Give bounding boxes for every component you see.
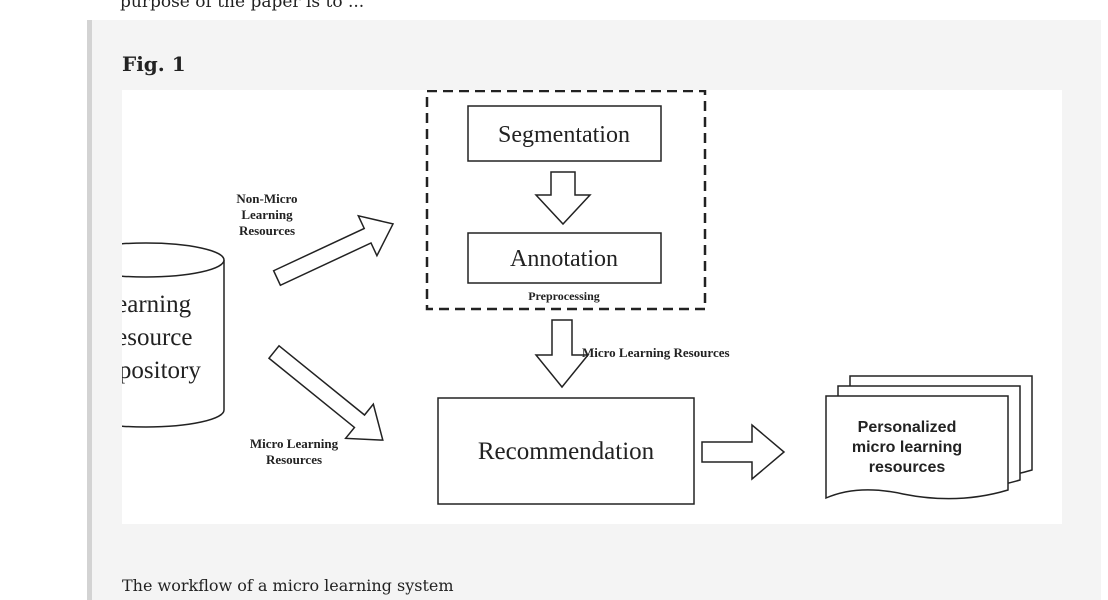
recommendation-box — [437, 397, 695, 505]
segmentation-arrow — [534, 171, 592, 226]
output-line-3: resources — [869, 459, 946, 476]
diagram-svg: Learning Resource Repository Non-Micro L… — [122, 90, 1033, 505]
down-arrow — [534, 319, 590, 389]
right-arrow — [701, 423, 786, 481]
micro-label: Micro Learning Resources — [250, 436, 339, 467]
micro-line-1: Micro Learning — [250, 436, 339, 451]
output-line-2: micro learning — [852, 439, 962, 456]
non-micro-label: Non-Micro Learning Resources — [236, 191, 297, 238]
micro-output-label: Micro Learning Resources — [582, 345, 730, 360]
preprocessing-group: Segmentation Annotation Preprocessing — [425, 90, 707, 311]
cutoff-text: purpose of the paper is to ... — [120, 0, 365, 12]
repository-line-1: Learning — [122, 291, 192, 318]
arrow-to-recommendation — [267, 344, 384, 441]
segmentation-box — [467, 105, 662, 162]
repository-line-3: Repository — [122, 357, 201, 384]
segmentation-label: Segmentation — [498, 122, 630, 148]
arrow-to-preprocessing — [272, 214, 395, 287]
micro-line-2: Resources — [266, 452, 322, 467]
preprocessing-label: Preprocessing — [528, 289, 600, 303]
figure-container: Fig. 1 Learning Resource Repository Non-… — [87, 20, 1101, 600]
non-micro-line-2: Learning — [241, 207, 293, 222]
output-documents: Personalized micro learning resources — [825, 375, 1033, 500]
repository-cylinder: Learning Resource Repository — [122, 242, 225, 428]
annotation-label: Annotation — [510, 246, 618, 272]
non-micro-line-3: Resources — [239, 223, 295, 238]
non-micro-line-1: Non-Micro — [236, 191, 297, 206]
page-top-cutoff: purpose of the paper is to ... — [0, 0, 1108, 20]
figure-label: Fig. 1 — [122, 52, 186, 76]
recommendation-label: Recommendation — [478, 438, 655, 465]
output-line-1: Personalized — [858, 419, 957, 436]
repository-line-2: Resource — [122, 324, 193, 351]
workflow-diagram: Learning Resource Repository Non-Micro L… — [122, 90, 1062, 524]
annotation-box — [467, 232, 662, 284]
